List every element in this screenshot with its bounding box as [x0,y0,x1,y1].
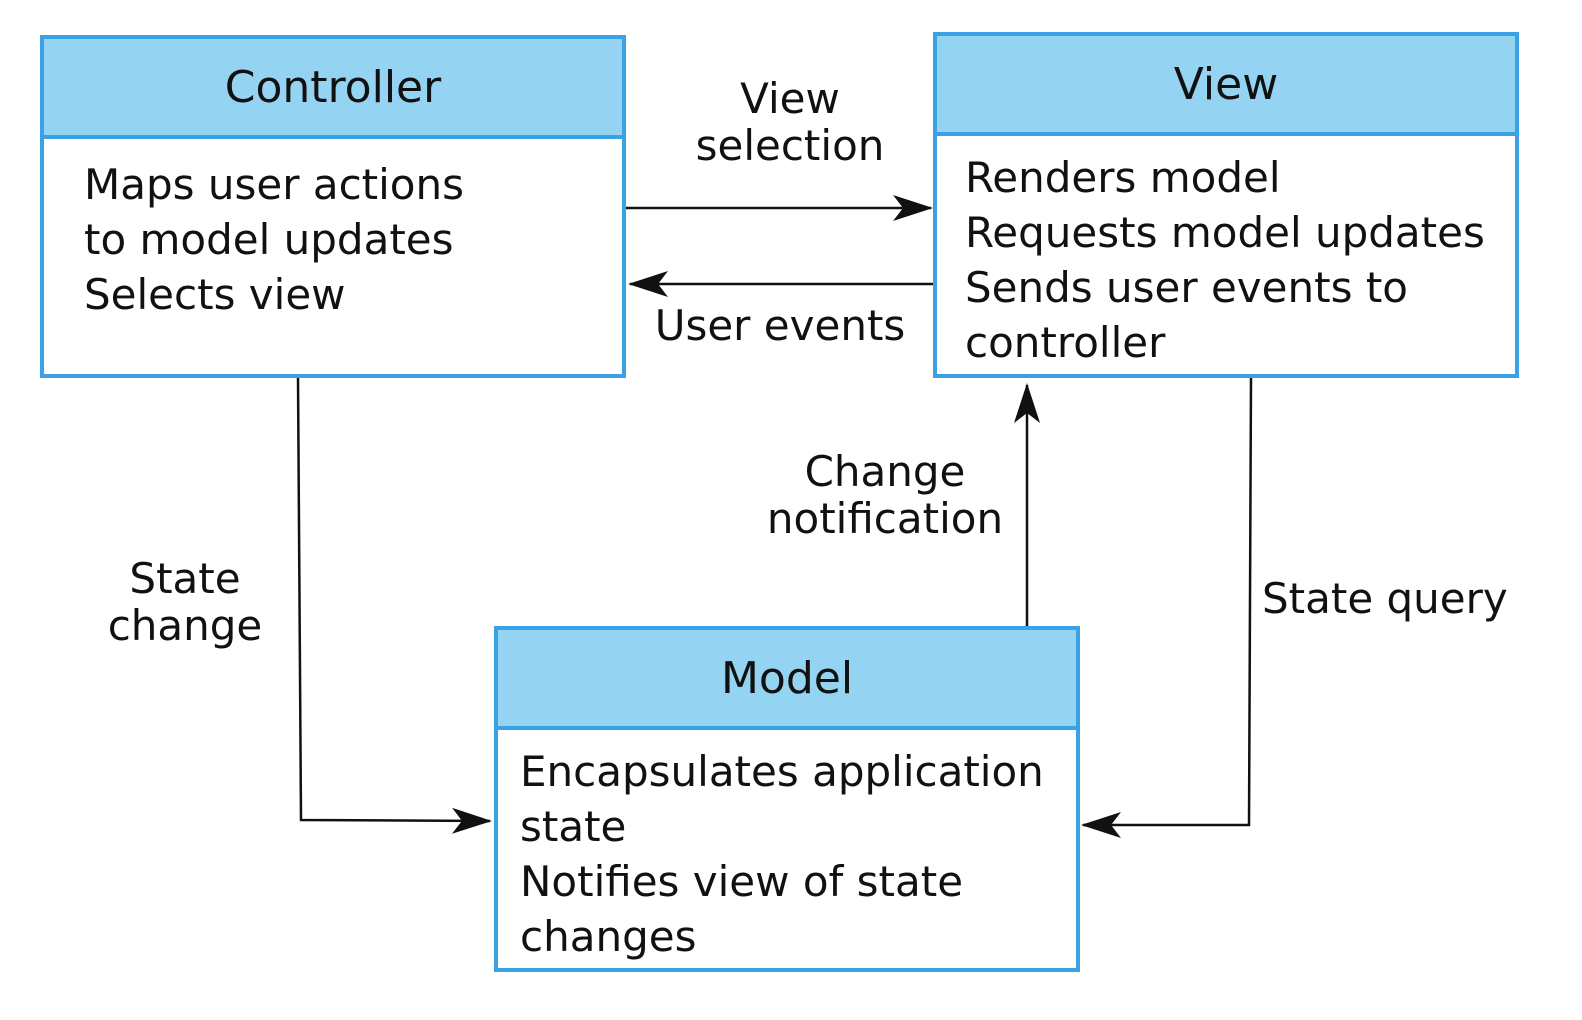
model-box: Model Encapsulates application state Not… [494,626,1080,972]
controller-title: Controller [44,39,622,139]
controller-description: Maps user actions to model updates Selec… [44,139,622,322]
controller-line: Maps user actions [84,160,464,209]
state-change-label-line: State [129,554,241,603]
view-selection-label: View selection [690,75,890,169]
view-title: View [937,36,1515,136]
model-line: state [520,802,627,851]
state-change-label-line: change [107,601,263,650]
view-line: controller [965,318,1166,367]
user-events-label: User events [654,301,906,350]
controller-box: Controller Maps user actions to model up… [40,35,626,378]
view-box: View Renders model Requests model update… [933,32,1519,378]
view-description: Renders model Requests model updates Sen… [937,136,1515,370]
change-notification-label: Change notification [760,448,1010,542]
model-description: Encapsulates application state Notifies … [498,730,1076,964]
view-line: Renders model [965,153,1281,202]
state-query-label: State query [1262,574,1508,623]
model-title: Model [498,630,1076,730]
view-line: Sends user events to [965,263,1408,312]
controller-line: Selects view [84,270,346,319]
model-line: Encapsulates application [520,747,1044,796]
change-notification-label-line: notification [766,494,1004,543]
view-selection-label-line: View [740,74,840,123]
change-notification-label-line: Change [804,447,966,496]
state-change-label: State change [100,555,270,649]
view-selection-label-line: selection [695,121,885,170]
controller-line: to model updates [84,215,454,264]
model-line: Notifies view of state [520,857,964,906]
arrow-state-query [1081,377,1253,838]
arrow-state-change [296,377,492,834]
view-line: Requests model updates [965,208,1485,257]
model-line: changes [520,912,697,961]
